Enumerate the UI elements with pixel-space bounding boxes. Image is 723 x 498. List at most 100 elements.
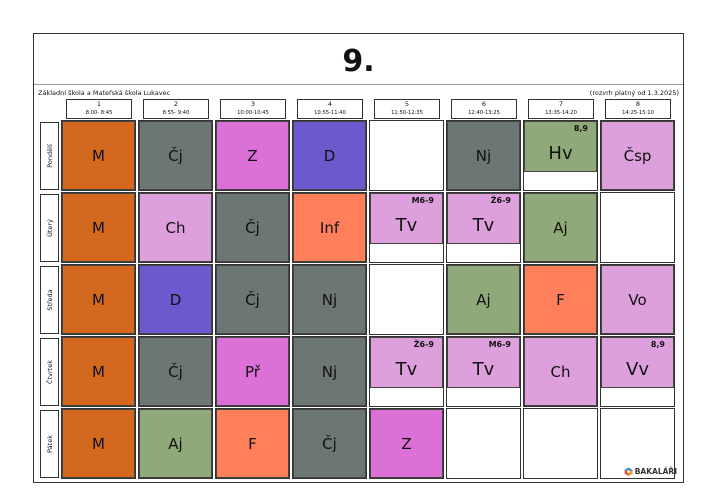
day-label-3: Čtvrtek [40,338,59,406]
subject-label: Čj [168,362,183,381]
lesson-cell[interactable]: Aj [139,409,212,478]
subject-label: Tv [395,215,418,236]
subject-label: Ch [165,218,186,237]
day-name: Úterý [45,219,54,237]
period-number: 6 [481,100,487,108]
group-label: 8,9 [573,124,588,133]
lesson-cell[interactable]: Nj [293,337,366,406]
group-label: 8,9 [650,340,665,349]
lesson-cell[interactable]: Ch [524,337,597,406]
period-number: 2 [173,100,179,108]
subject-label: Čj [322,434,337,453]
lesson-cell[interactable]: Vv 8,9 [601,337,674,388]
timetable-slot [523,408,598,479]
subject-label: Z [247,146,258,165]
period-number: 5 [404,100,410,108]
subject-label: D [169,290,182,309]
lesson-cell[interactable]: Nj [447,121,520,190]
page-title: 9. [342,44,375,79]
period-time: 12:40-13:25 [468,110,500,116]
subject-label: Nj [475,146,492,165]
subject-label: Tv [472,359,495,380]
lesson-cell[interactable]: M [62,337,135,406]
period-time: 11:50-12:35 [391,110,423,116]
period-header-2: 2 8:55- 9:40 [143,99,209,119]
lesson-cell[interactable]: Tv M6-9 [370,193,443,244]
lesson-cell[interactable]: Vo [601,265,674,334]
group-label: M6-9 [411,196,434,205]
subject-label: Čj [245,290,260,309]
period-header-5: 5 11:50-12:35 [374,99,440,119]
lesson-cell[interactable]: Čsp [601,121,674,190]
day-label-4: Pátek [40,410,59,478]
period-time: 14:25-15:10 [622,110,654,116]
timetable-slot [600,192,675,263]
school-name: Základní škola a Mateřská škola Lukavec [38,89,171,97]
subject-label: M [92,218,105,237]
period-number: 3 [250,100,256,108]
lesson-cell[interactable]: Z [370,409,443,478]
lesson-cell[interactable]: M [62,193,135,262]
timetable-slot [369,120,444,191]
lesson-cell[interactable]: Čj [216,193,289,262]
lesson-cell[interactable]: Ch [139,193,212,262]
subject-label: Tv [472,215,495,236]
period-number: 1 [96,100,102,108]
subject-label: Čj [168,146,183,165]
lesson-cell[interactable]: Nj [293,265,366,334]
period-number: 8 [635,100,641,108]
lesson-cell[interactable]: Aj [447,265,520,334]
subject-label: M [92,434,105,453]
lesson-cell[interactable]: Čj [216,265,289,334]
timetable-slot [446,408,521,479]
lesson-cell[interactable]: F [524,265,597,334]
lesson-cell[interactable]: Čj [139,337,212,406]
subject-label: D [323,146,336,165]
bakalari-logo: BAKALÁŘI [624,467,677,476]
subject-label: Vo [628,290,647,309]
title-divider [34,84,683,85]
period-time: 10:55-11:40 [314,110,346,116]
logo-text: BAKALÁŘI [634,467,677,476]
lesson-cell[interactable]: Tv Ž6-9 [447,193,520,244]
bakalari-logo-icon [624,467,633,476]
day-name: Pátek [45,435,54,453]
lesson-cell[interactable]: Inf [293,193,366,262]
lesson-cell[interactable]: Př [216,337,289,406]
group-label: Ž6-9 [490,196,511,205]
lesson-cell[interactable]: Aj [524,193,597,262]
period-header-8: 8 14:25-15:10 [605,99,671,119]
subject-label: Ch [550,362,571,381]
lesson-cell[interactable]: F [216,409,289,478]
group-label: Ž6-9 [413,340,434,349]
period-time: 8:00- 8:45 [85,110,113,116]
day-label-1: Úterý [40,194,59,262]
subject-label: F [248,434,257,453]
lesson-cell[interactable]: D [293,121,366,190]
day-label-0: Pondělí [40,122,59,190]
subject-label: Čsp [623,146,652,165]
subject-label: Nj [321,290,338,309]
lesson-cell[interactable]: D [139,265,212,334]
subject-label: Př [245,362,260,381]
lesson-cell[interactable]: M [62,265,135,334]
lesson-cell[interactable]: Z [216,121,289,190]
lesson-cell[interactable]: Hv 8,9 [524,121,597,172]
timetable-slot [369,264,444,335]
subject-label: Z [401,434,412,453]
subject-label: Aj [553,218,568,237]
subject-label: Hv [548,143,573,164]
subject-label: Inf [319,218,340,237]
lesson-cell[interactable]: M [62,409,135,478]
subject-label: M [92,290,105,309]
subject-label: Vv [626,359,649,380]
lesson-cell[interactable]: Čj [139,121,212,190]
lesson-cell[interactable]: M [62,121,135,190]
period-time: 8:55- 9:40 [162,110,190,116]
lesson-cell[interactable]: Čj [293,409,366,478]
subject-label: Aj [168,434,183,453]
